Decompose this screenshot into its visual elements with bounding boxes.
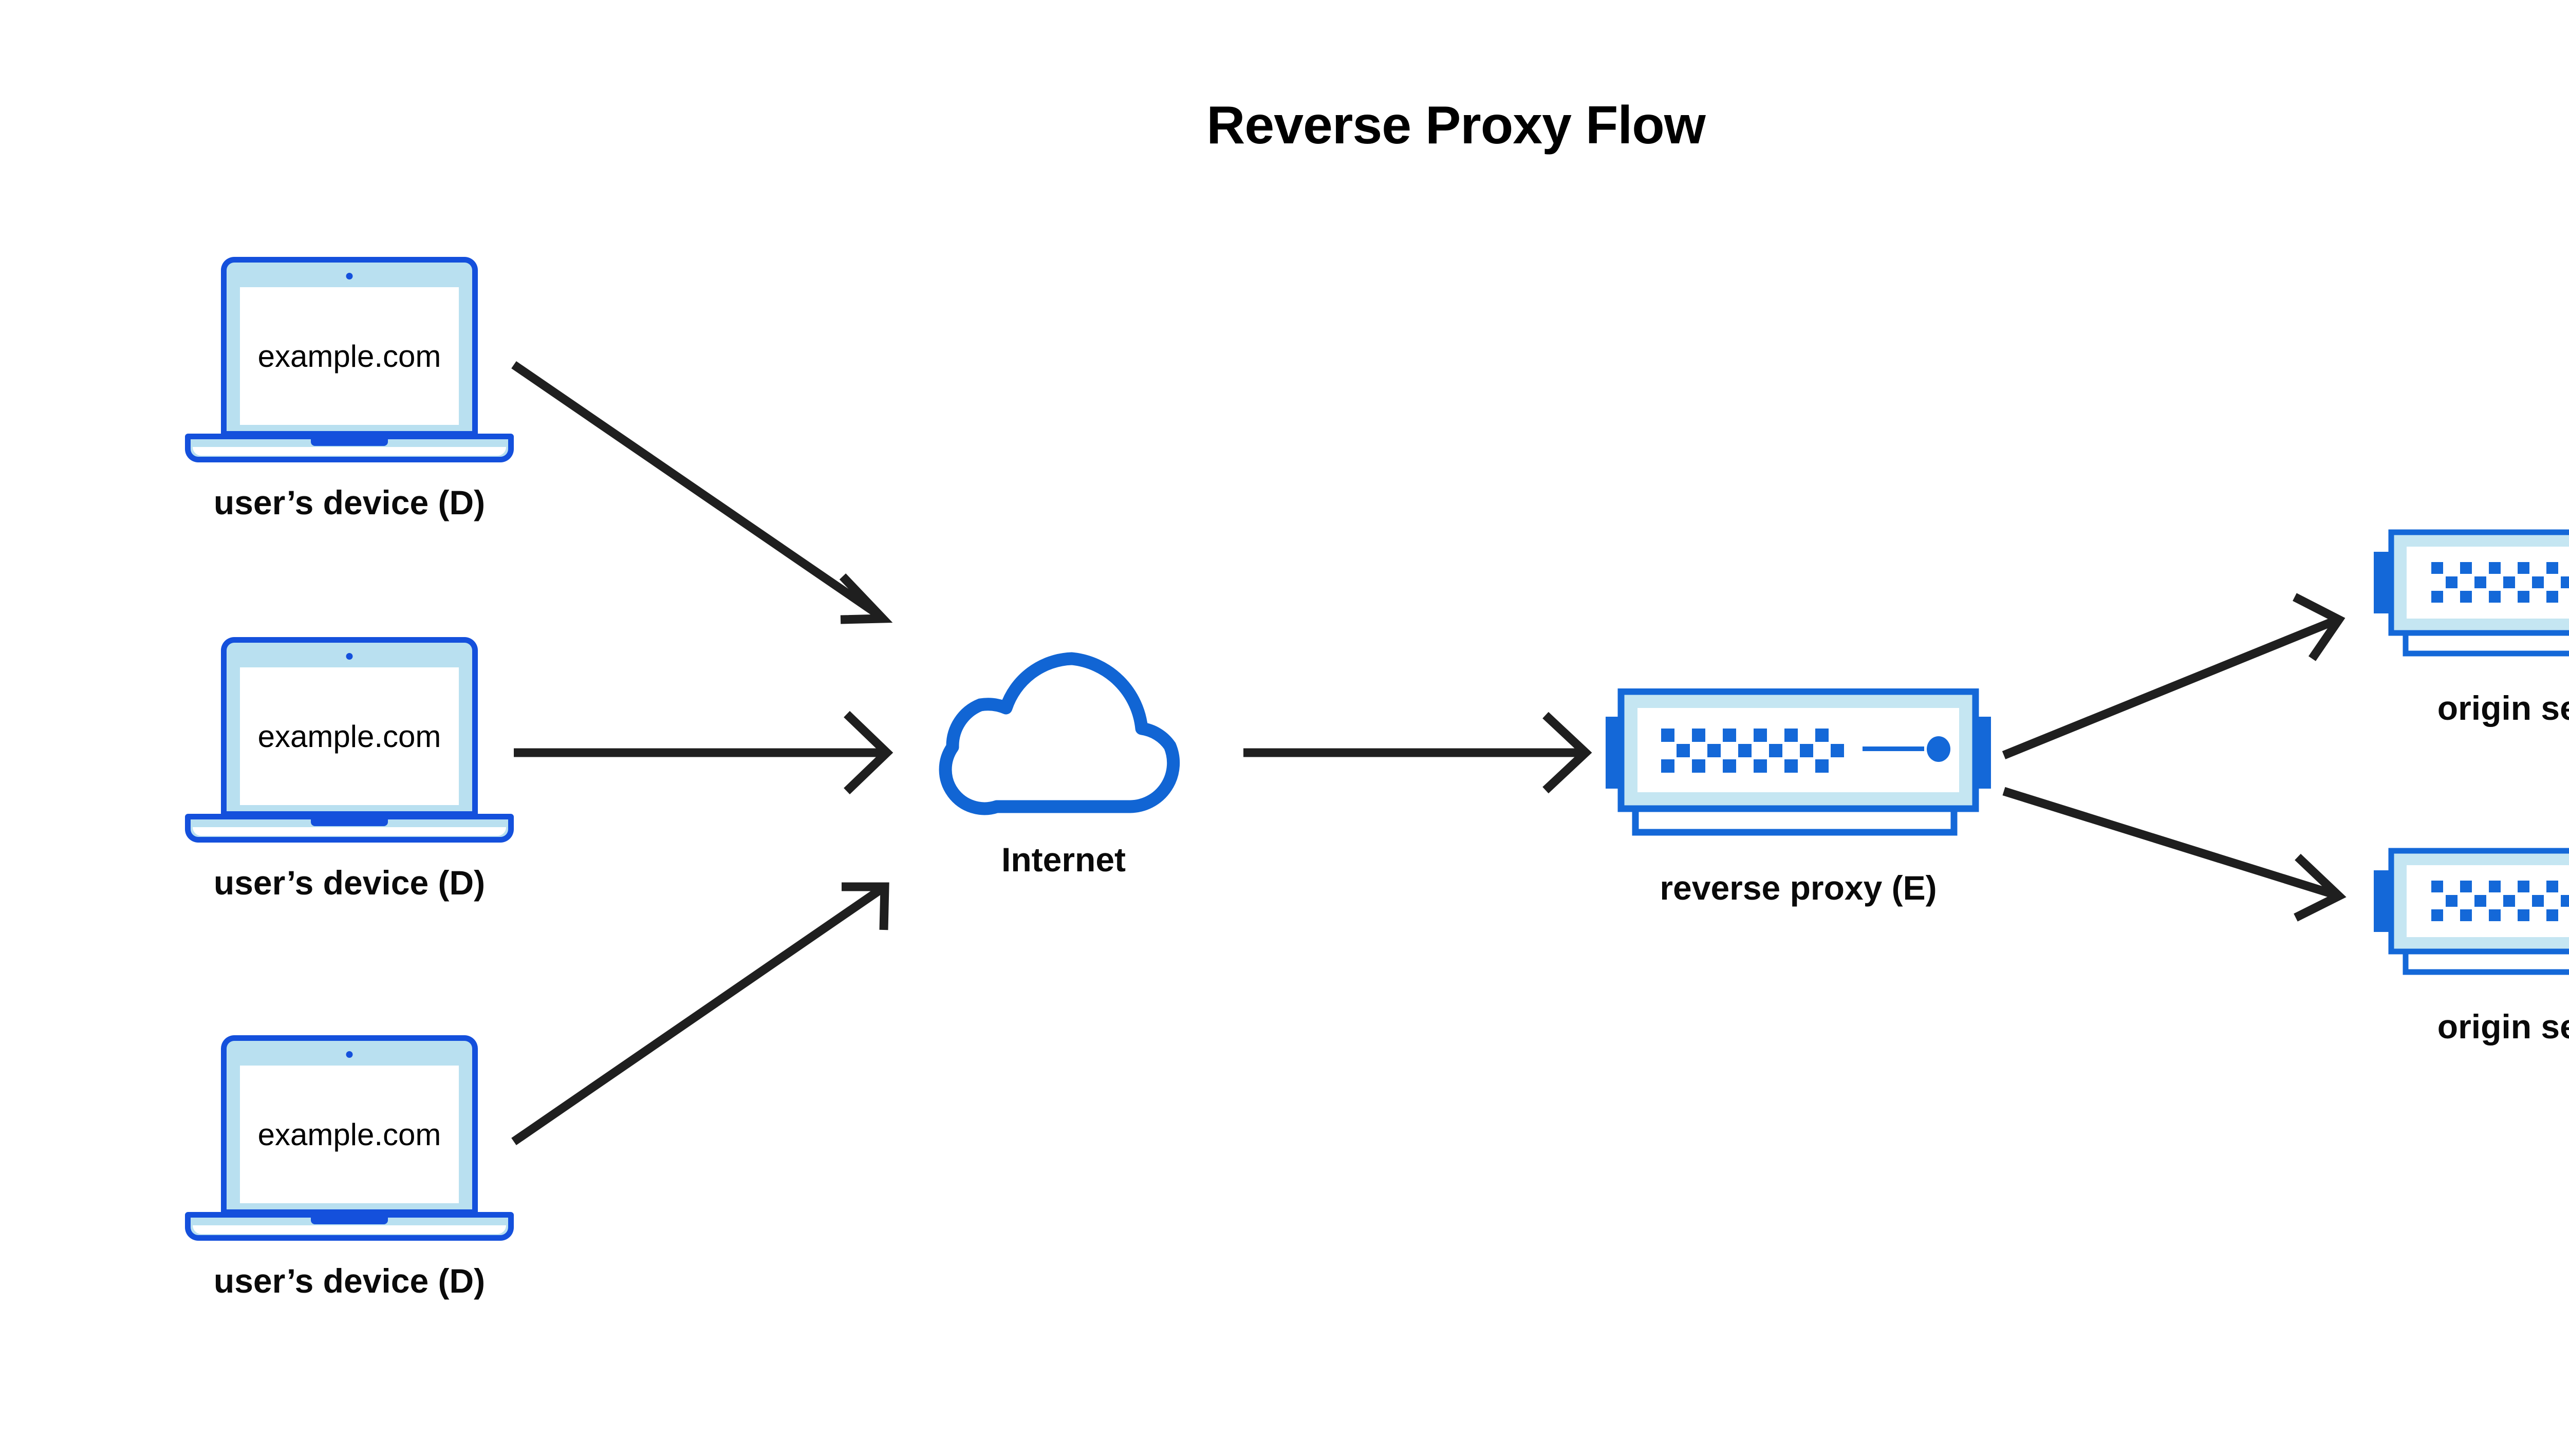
arrow-device1-to-internet — [511, 361, 893, 624]
laptop-lid: example.com — [221, 1035, 478, 1215]
node-user-device-3[interactable]: example.com user’s device (D) — [185, 1035, 514, 1300]
browser-url-text: example.com — [257, 339, 441, 374]
laptop-screen: example.com — [240, 287, 459, 425]
node-label-user-device-2: user’s device (D) — [213, 864, 486, 902]
server-status-dot — [1927, 736, 1950, 762]
laptop-notch — [311, 818, 388, 826]
laptop-screen: example.com — [240, 1066, 459, 1203]
laptop-base-highlight — [193, 827, 506, 836]
server-led-grid — [2431, 881, 2569, 921]
laptop-base — [185, 814, 514, 843]
server-status-line — [1863, 746, 1924, 751]
server-led-grid — [1661, 729, 1844, 773]
webcam-icon — [346, 1051, 353, 1058]
node-label-origin-server-2: origin server (F) — [2437, 1007, 2569, 1046]
arrow-proxy-to-origin2 — [2002, 787, 2347, 922]
node-origin-server-1[interactable]: origin server (F) — [2374, 529, 2569, 727]
node-label-reverse-proxy: reverse proxy (E) — [1660, 869, 1937, 907]
node-label-user-device-1: user’s device (D) — [213, 483, 486, 521]
node-internet[interactable]: Internet — [920, 637, 1207, 879]
laptop-icon: example.com — [185, 637, 514, 843]
webcam-icon — [346, 273, 353, 279]
node-label-user-device-3: user’s device (D) — [213, 1262, 486, 1300]
laptop-lid: example.com — [221, 637, 478, 817]
browser-url-text: example.com — [257, 719, 441, 754]
laptop-lid: example.com — [221, 257, 478, 437]
node-user-device-2[interactable]: example.com user’s device (D) — [185, 637, 514, 902]
server-front-panel — [2407, 865, 2569, 937]
arrow-device3-to-internet — [511, 882, 889, 1146]
laptop-notch — [311, 1217, 388, 1224]
laptop-notch — [311, 438, 388, 446]
server-icon — [1606, 688, 1991, 848]
server-icon — [2374, 529, 2569, 668]
arrow-device2-to-internet — [514, 711, 893, 795]
laptop-screen: example.com — [240, 667, 459, 805]
laptop-icon: example.com — [185, 257, 514, 462]
node-user-device-1[interactable]: example.com user’s device (D) — [185, 257, 514, 521]
node-label-internet: Internet — [1001, 841, 1126, 879]
server-front-panel — [2407, 547, 2569, 619]
arrow-internet-to-proxy — [1243, 712, 1592, 794]
server-icon — [2374, 848, 2569, 986]
node-label-origin-server-1: origin server (F) — [2437, 689, 2569, 727]
node-origin-server-2[interactable]: origin server (F) — [2374, 848, 2569, 1046]
webcam-icon — [346, 653, 353, 660]
arrow-proxy-to-origin1 — [2002, 593, 2345, 759]
browser-url-text: example.com — [257, 1117, 441, 1152]
server-led-grid — [2431, 562, 2569, 603]
cloud-icon — [920, 637, 1207, 822]
laptop-base-highlight — [193, 447, 506, 456]
laptop-base — [185, 1212, 514, 1241]
laptop-icon: example.com — [185, 1035, 514, 1241]
node-reverse-proxy[interactable]: reverse proxy (E) — [1606, 688, 1991, 907]
laptop-base-highlight — [193, 1225, 506, 1234]
laptop-base — [185, 434, 514, 462]
page-title: Reverse Proxy Flow — [1206, 96, 1705, 155]
